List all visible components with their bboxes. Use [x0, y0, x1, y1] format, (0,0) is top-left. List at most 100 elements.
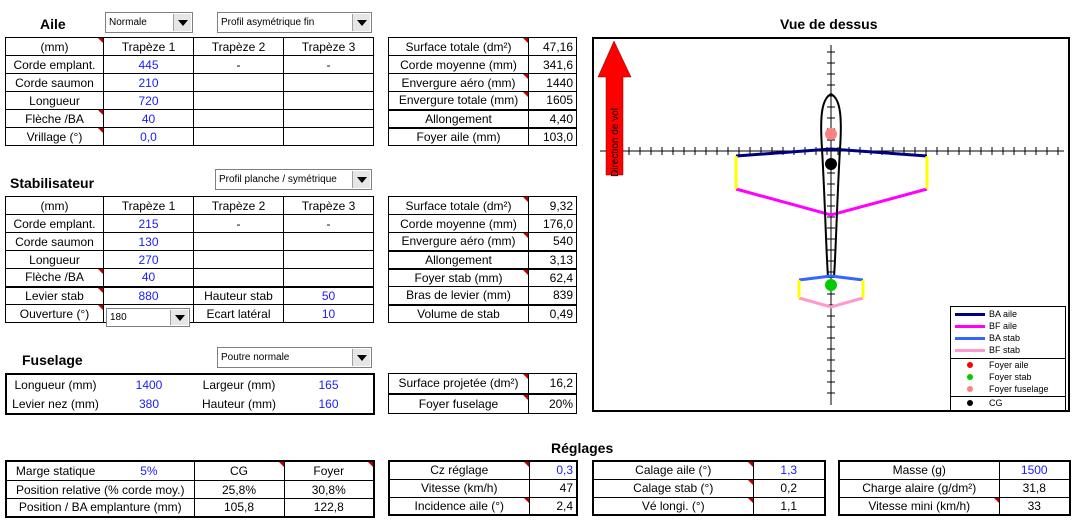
- chevron-down-icon[interactable]: [352, 14, 370, 31]
- result-label: Corde moyenne (mm): [388, 55, 529, 74]
- vol-value[interactable]: 0,3: [528, 460, 578, 480]
- table-row: Levier stab 880 Hauteur stab 50: [5, 286, 374, 305]
- masse-label: Charge alaire (g/dm²): [838, 478, 1000, 498]
- aile-t3-cell[interactable]: [283, 91, 374, 110]
- aile-t2-cell[interactable]: [193, 91, 284, 110]
- aile-profile-value: Profil asymétrique fin: [221, 17, 315, 28]
- table-row: Vitesse (km/h)47: [388, 478, 578, 498]
- stab-t1-cell[interactable]: 40: [103, 268, 194, 287]
- result-label: Envergure aéro (mm): [388, 73, 529, 92]
- calage-table: Calage aile (°)1,3 Calage stab (°)0,2 Vé…: [592, 460, 826, 516]
- table-row: Longueur (mm) 1400 Largeur (mm) 165: [6, 374, 374, 394]
- row-label: Longueur: [5, 91, 104, 110]
- row-label: Vrillage (°): [5, 127, 104, 146]
- stab-t1-cell[interactable]: 270: [103, 250, 194, 269]
- aile-t1-cell[interactable]: 0,0: [103, 127, 194, 146]
- aile-t1-cell[interactable]: 210: [103, 73, 194, 92]
- header-cell: (mm): [5, 196, 104, 215]
- stab-title: Stabilisateur: [10, 175, 95, 191]
- hauteur-stab-cell[interactable]: 50: [283, 286, 374, 305]
- aile-profile-select[interactable]: Profil asymétrique fin: [217, 12, 372, 33]
- result-value: 1605: [528, 91, 577, 110]
- table-row: Corde moyenne (mm)341,6: [388, 55, 577, 74]
- aile-mode-select[interactable]: Normale: [105, 12, 193, 33]
- aile-t3-cell[interactable]: -: [283, 55, 374, 74]
- stab-t2-cell[interactable]: [193, 250, 284, 269]
- levier-stab-cell[interactable]: 880: [103, 286, 194, 305]
- ecart-lateral-cell[interactable]: 10: [283, 304, 374, 323]
- levier-nez-cell[interactable]: 380: [138, 396, 160, 411]
- aile-t1-cell[interactable]: 40: [103, 109, 194, 128]
- stab-t3-cell[interactable]: -: [283, 214, 374, 233]
- stab-table: (mm) Trapèze 1 Trapèze 2 Trapèze 3 Corde…: [5, 196, 374, 323]
- longueur-label: Longueur (mm): [14, 377, 97, 392]
- aile-t3-cell[interactable]: [283, 73, 374, 92]
- result-value: 341,6: [528, 55, 577, 74]
- vol-value: 2,4: [528, 496, 578, 516]
- aile-t1-cell[interactable]: 445: [103, 55, 194, 74]
- row-label: Position / BA emplanture (mm): [5, 498, 195, 517]
- ba-stab-line: [798, 274, 864, 282]
- largeur-cell[interactable]: 165: [318, 377, 339, 392]
- calage-value[interactable]: 1,3: [752, 460, 826, 480]
- aile-t1-cell[interactable]: 720: [103, 91, 194, 110]
- chevron-down-icon[interactable]: [173, 14, 191, 31]
- aile-t2-cell[interactable]: [193, 109, 284, 128]
- table-row: Incidence aile (°)2,4: [388, 496, 578, 516]
- stab-profile-select[interactable]: Profil planche / symétrique: [215, 169, 372, 190]
- table-row: Ouverture (°) Ecart latéral 10: [5, 304, 374, 323]
- aile-t3-cell[interactable]: [283, 127, 374, 146]
- header-cell: Trapèze 1: [103, 37, 194, 56]
- stab-t3-cell[interactable]: [283, 250, 374, 269]
- row-label: Longueur: [5, 250, 104, 269]
- row-label: Position relative (% corde moy.): [5, 480, 195, 499]
- table-row: Surface totale (dm²)47,16: [388, 37, 577, 56]
- ouverture-select[interactable]: 180: [106, 308, 190, 327]
- header-cell: Trapèze 1: [103, 196, 194, 215]
- chevron-down-icon[interactable]: [352, 171, 370, 188]
- foyer-cell: 122,8: [283, 498, 375, 517]
- fuselage-type-value: Poutre normale: [221, 352, 290, 363]
- result-label: Allongement: [388, 109, 529, 128]
- stab-t2-cell[interactable]: -: [193, 214, 284, 233]
- row-label: Flèche /BA: [5, 109, 104, 128]
- cg-cell: 105,8: [193, 498, 285, 517]
- foyer-cell: 30,8%: [283, 480, 375, 499]
- longueur-cell[interactable]: 1400: [135, 377, 163, 392]
- hauteur-label: Hauteur (mm): [201, 396, 276, 411]
- header-cell: Trapèze 3: [283, 37, 374, 56]
- result-value: 20%: [528, 393, 577, 414]
- aile-t2-cell[interactable]: [193, 127, 284, 146]
- header-cell: Trapèze 3: [283, 196, 374, 215]
- aile-results-table: Surface totale (dm²)47,16 Corde moyenne …: [388, 37, 577, 146]
- ouverture-value: 180: [110, 312, 127, 323]
- result-value: 9,32: [528, 196, 577, 215]
- chevron-down-icon[interactable]: [352, 349, 370, 366]
- hauteur-cell[interactable]: 160: [318, 396, 339, 411]
- masse-value[interactable]: 1500: [998, 460, 1071, 480]
- stab-t3-cell[interactable]: [283, 268, 374, 287]
- aile-t2-cell[interactable]: -: [193, 55, 284, 74]
- table-row: Charge alaire (g/dm²)31,8: [838, 478, 1071, 498]
- calage-value: 0,2: [752, 478, 826, 498]
- aile-t3-cell[interactable]: [283, 109, 374, 128]
- fuselage-type-select[interactable]: Poutre normale: [217, 347, 372, 368]
- aile-t2-cell[interactable]: [193, 73, 284, 92]
- chevron-down-icon[interactable]: [170, 310, 188, 325]
- table-row: Levier nez (mm) 380 Hauteur (mm) 160: [6, 394, 374, 414]
- chart-legend: BA aile BF aile BA stab BF stab Foyer ai…: [950, 306, 1066, 411]
- result-label: Allongement: [388, 250, 529, 269]
- stab-t2-cell[interactable]: [193, 268, 284, 287]
- fuselage-title: Fuselage: [22, 352, 83, 368]
- stab-t2-cell[interactable]: [193, 232, 284, 251]
- stab-t3-cell[interactable]: [283, 232, 374, 251]
- table-row: Longueur 720: [5, 91, 374, 110]
- header-cell: Trapèze 2: [193, 196, 284, 215]
- ouverture-label: Ouverture (°): [5, 304, 104, 323]
- fuselage-table: Longueur (mm) 1400 Largeur (mm) 165 Levi…: [5, 373, 375, 415]
- stab-t1-cell[interactable]: 130: [103, 232, 194, 251]
- aile-table: (mm) Trapèze 1 Trapèze 2 Trapèze 3 Corde…: [5, 37, 374, 146]
- marge-value[interactable]: 5%: [140, 464, 158, 478]
- stab-t1-cell[interactable]: 215: [103, 214, 194, 233]
